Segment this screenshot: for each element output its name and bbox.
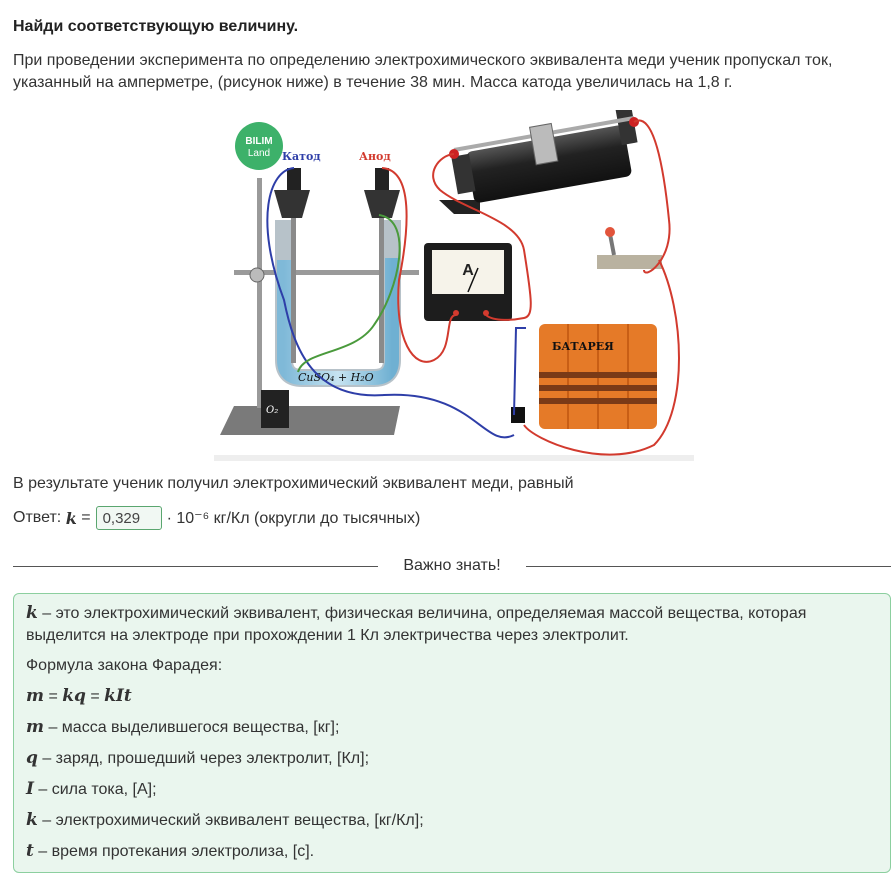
anode-electrode	[379, 218, 384, 363]
u-tube	[275, 220, 401, 387]
item-text: – время протекания электролиза, [с].	[33, 843, 315, 860]
battery-stripe-2	[539, 385, 657, 391]
battery-label: БАТАРЕЯ	[552, 340, 614, 353]
solution-label: CuSO₄ + H₂O	[298, 371, 374, 384]
answer-input[interactable]	[95, 506, 162, 530]
divider-line-right	[526, 566, 891, 567]
important-divider: Важно знать!	[13, 555, 891, 577]
wire-red-switch	[633, 119, 671, 274]
wire-red-battery	[523, 259, 680, 456]
experiment-figure: BILIM Land Катод Анод CuSO₄ + H₂O O₂ A Б…	[214, 110, 694, 461]
def-var: k	[26, 603, 38, 623]
battery-terminal	[511, 407, 525, 423]
formula-kq: kq	[62, 686, 86, 706]
answer-label: Ответ:	[13, 509, 62, 526]
list-item: I – сила тока, [А];	[26, 778, 878, 801]
oxygen-jar	[261, 390, 289, 428]
electrolyte-liquid	[277, 258, 399, 385]
stand-arm	[234, 270, 419, 275]
stand-base	[220, 406, 400, 435]
formula-eq2: =	[85, 688, 105, 705]
task-title: Найди соответствующую величину.	[13, 18, 299, 35]
switch-knob	[605, 227, 615, 237]
formula-eq1: =	[44, 688, 63, 705]
item-text: – электрохимический эквивалент вещества,…	[37, 812, 424, 829]
answer-var: k	[65, 508, 77, 528]
item-var: k	[26, 810, 38, 830]
wire-green	[297, 214, 401, 373]
def-text: – это электрохимический эквивалент, физи…	[26, 605, 807, 644]
cathode-electrode	[291, 218, 296, 363]
item-var: t	[26, 841, 34, 861]
anode-terminal	[375, 168, 389, 190]
formula-title: Формула закона Фарадея:	[26, 657, 223, 674]
rheostat-body	[466, 125, 632, 203]
wire-blue	[266, 167, 515, 439]
definition: k – это электрохимический эквивалент, фи…	[26, 602, 878, 647]
formula-kit: kIt	[104, 686, 132, 706]
info-box: k – это электрохимический эквивалент, фи…	[13, 593, 891, 873]
rheostat-end-right	[615, 110, 638, 146]
answer-eq: =	[81, 509, 91, 526]
stand-clamp	[249, 267, 265, 283]
item-text: – заряд, прошедший через электролит, [Кл…	[37, 750, 370, 767]
list-item: m – масса выделившегося вещества, [кг];	[26, 716, 878, 739]
switch-lever	[608, 233, 616, 256]
result-text: В результате ученик получил электрохимич…	[13, 475, 574, 492]
item-text: – сила тока, [А];	[33, 781, 157, 798]
ammeter-terminal-plus	[483, 310, 489, 316]
important-heading: Важно знать!	[403, 557, 501, 574]
logo-text-2: Land	[248, 148, 270, 159]
list-item: q – заряд, прошедший через электролит, […	[26, 747, 878, 770]
list-item: t – время протекания электролиза, [с].	[26, 840, 878, 863]
rheostat-end-left	[451, 153, 476, 195]
list-item: k – электрохимический эквивалент веществ…	[26, 809, 878, 832]
floor-shadow	[214, 455, 694, 461]
stand-rod	[257, 178, 262, 408]
anode-label: Анод	[359, 150, 391, 163]
rheostat-slider	[528, 122, 559, 166]
ammeter-needle	[467, 267, 479, 293]
cathode-stopper	[274, 190, 310, 218]
bilimland-logo	[235, 122, 283, 170]
formula: m = kq = kIt	[26, 685, 878, 708]
anode-stopper	[364, 190, 400, 218]
answer-unit: · 10⁻⁶ кг/Кл (округли до тысячных)	[166, 510, 421, 527]
logo-text-1: BILIM	[245, 136, 272, 147]
cathode-terminal	[287, 168, 301, 190]
item-var: q	[26, 748, 38, 768]
item-var: I	[26, 779, 34, 799]
ammeter-label: A	[462, 262, 474, 279]
wire-red-rheostat	[432, 153, 532, 321]
formula-m: m	[26, 686, 44, 706]
divider-line-left	[13, 566, 378, 567]
ammeter-dial	[432, 250, 504, 294]
rheostat-foot-left	[439, 200, 480, 214]
wire-red-anode	[381, 167, 457, 363]
battery-stripe-3	[539, 398, 657, 404]
task-text: При проведении эксперимента по определен…	[13, 52, 833, 91]
answer-row: Ответ: k = · 10⁻⁶ кг/Кл (округли до тыся…	[13, 503, 420, 533]
cathode-label: Катод	[282, 150, 321, 163]
wire-blue-battery	[513, 327, 526, 416]
item-text: – масса выделившегося вещества, [кг];	[44, 719, 340, 736]
oxygen-label: O₂	[266, 405, 278, 416]
item-var: m	[26, 717, 44, 737]
battery-stripe-1	[539, 372, 657, 378]
switch-base	[597, 255, 662, 269]
